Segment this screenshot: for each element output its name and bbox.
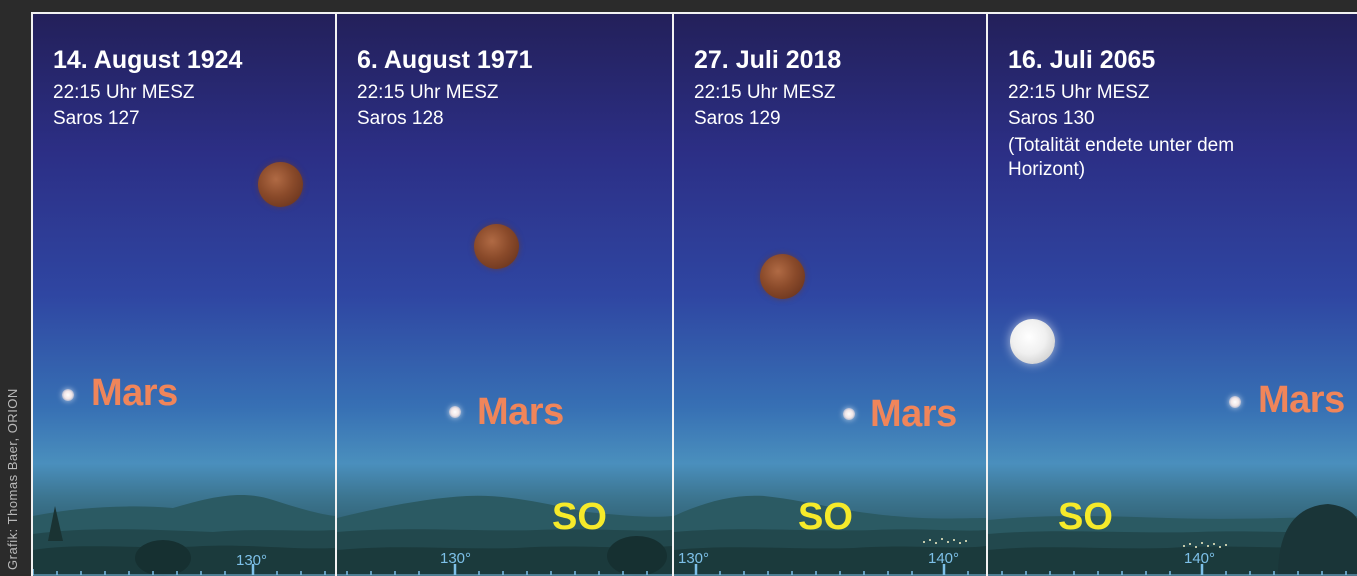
panel-time: 22:15 Uhr MESZ [1008,82,1150,103]
image-credit: Grafik: Thomas Baer, ORION [4,0,24,576]
mars-dot-icon [62,389,74,401]
eclipsed-moon-icon [760,254,805,299]
horizon-landscape [674,495,986,576]
direction-label-so: SO [552,496,607,538]
panel-saros: Saros 128 [357,108,444,129]
direction-label-so: SO [798,496,853,538]
azimuth-scale [337,564,672,576]
eclipsed-moon-icon [474,224,519,269]
panel-divider [335,14,337,576]
panel-time: 22:15 Uhr MESZ [53,82,195,103]
direction-label-so: SO [1058,496,1113,538]
degree-label: 140° [1184,550,1216,567]
azimuth-scale [988,564,1357,576]
degree-label: 130° [236,552,268,569]
panel-2018: 27. Juli 2018 22:15 Uhr MESZ Saros 129 M… [674,14,986,576]
panel-time: 22:15 Uhr MESZ [357,82,499,103]
panel-2065: 16. Juli 2065 22:15 Uhr MESZ Saros 130 (… [988,14,1357,576]
degree-label: 130° [440,550,472,567]
mars-label: Mars [1258,379,1345,421]
panel-divider [986,14,988,576]
panel-1971: 6. August 1971 22:15 Uhr MESZ Saros 128 … [337,14,672,576]
panel-saros: Saros 127 [53,108,140,129]
credit-text: Grafik: Thomas Baer, ORION [5,388,20,570]
panel-note: (Totalität endete unter dem Horizont) [1008,135,1235,180]
horizon-landscape [988,504,1357,576]
degree-label: 140° [928,550,960,567]
eclipsed-moon-icon [258,162,303,207]
panel-1924: 14. August 1924 22:15 Uhr MESZ Saros 127… [33,14,335,576]
horizon-landscape [33,494,335,576]
panel-title: 16. Juli 2065 [1008,46,1156,74]
mars-label: Mars [870,393,957,435]
eclipse-panel-strip: 14. August 1924 22:15 Uhr MESZ Saros 127… [31,12,1357,576]
degree-label: 130° [678,550,710,567]
panel-divider [672,14,674,576]
panel-saros: Saros 129 [694,108,781,129]
panel-title: 27. Juli 2018 [694,46,842,74]
mars-dot-icon [843,408,855,420]
panel-title: 14. August 1924 [53,46,243,74]
mars-label: Mars [477,391,564,433]
mars-dot-icon [449,406,461,418]
panel-saros: Saros 130 [1008,108,1095,129]
azimuth-scale [674,564,986,576]
panel-title: 6. August 1971 [357,46,533,74]
mars-label: Mars [91,372,178,414]
panel-time: 22:15 Uhr MESZ [694,82,836,103]
full-moon-icon [1010,319,1055,364]
azimuth-scale [33,564,335,576]
horizon-landscape [337,495,672,576]
mars-dot-icon [1229,396,1241,408]
